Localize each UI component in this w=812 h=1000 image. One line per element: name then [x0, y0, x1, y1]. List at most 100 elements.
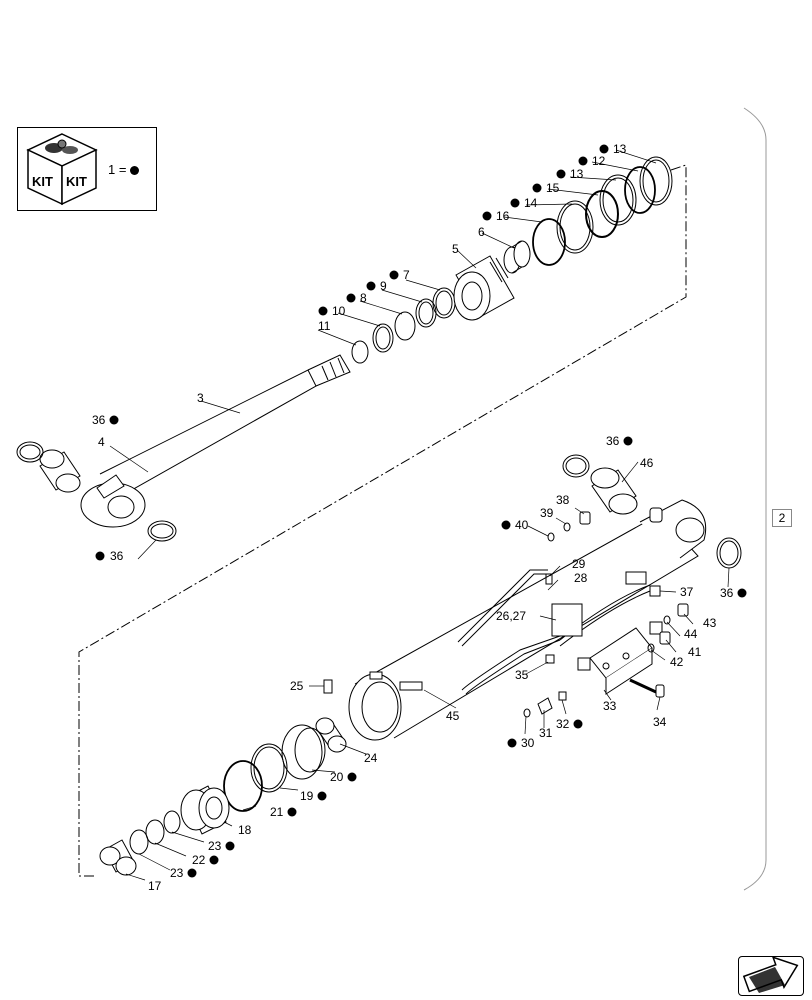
fitting-31: [537, 697, 553, 715]
kit-equation: 1 =: [108, 162, 140, 177]
kit-dot-icon: [510, 198, 520, 208]
kit-dot-icon: [209, 855, 219, 865]
callout-19: 19: [300, 789, 314, 803]
fitting-37: [649, 585, 661, 597]
kit-dot-icon: [347, 772, 357, 782]
kit-text-left: KIT: [32, 174, 53, 189]
arrow-left-down-icon: [742, 956, 799, 993]
callout-37: 37: [680, 585, 694, 599]
kit-dot-icon: [318, 306, 328, 316]
ring-36-left: [16, 441, 44, 463]
kit-box-icon: KIT KIT: [26, 133, 98, 206]
nipple-35: [545, 654, 555, 664]
bolt-34: [629, 678, 657, 694]
callout-29: 29: [572, 557, 586, 571]
kit-dot-icon: [556, 169, 566, 179]
plug-41: [659, 631, 671, 645]
kit-dot-icon: [225, 841, 235, 851]
callout-11: 11: [318, 319, 331, 333]
callout-36c: 36: [606, 434, 620, 448]
nut-24: [315, 717, 347, 753]
kit-dot-icon: [366, 281, 376, 291]
callout-20: 20: [330, 770, 344, 784]
ring-23-lower: [129, 829, 149, 855]
callout-34: 34: [653, 715, 667, 729]
kit-text-right: KIT: [66, 174, 87, 189]
wear-ring-6: [503, 240, 531, 274]
piston-5: [453, 255, 515, 321]
oring-32: [558, 691, 567, 701]
oring-30: [523, 708, 531, 718]
kit-dot-icon: [317, 791, 327, 801]
screw-25: [323, 679, 333, 694]
bushing-17: [99, 839, 137, 876]
ring-36-rod-eye: [147, 520, 177, 542]
callout-24: 24: [364, 751, 378, 765]
callout-7: 7: [403, 268, 410, 282]
callout-44: 44: [684, 627, 698, 641]
piston-18: [180, 785, 230, 835]
kit-legend-box: KIT KIT 1 =: [17, 127, 157, 211]
kit-dot-icon: [109, 415, 119, 425]
callout-30: 30: [521, 736, 535, 750]
ring-15: [585, 190, 619, 238]
cylinder-tube-45: [348, 499, 707, 741]
callout-4: 4: [98, 435, 105, 449]
kit-dot-icon: [599, 144, 609, 154]
callout-17: 17: [148, 879, 162, 893]
washer-39: [563, 522, 571, 532]
plug-38: [579, 511, 591, 525]
oring-40: [547, 532, 555, 542]
kit-dot-icon: [346, 293, 356, 303]
kit-dot-icon: [389, 270, 399, 280]
ring-36-tube-left: [562, 454, 590, 478]
ring-10: [372, 323, 394, 353]
ring-22: [145, 819, 165, 845]
ring-13a: [639, 156, 673, 206]
callout-31: 31: [539, 726, 553, 740]
callout-46: 46: [640, 456, 654, 470]
callout-13b: 13: [570, 167, 584, 181]
kit-dot-icon: [482, 211, 492, 221]
callout-2627: 26,27: [496, 609, 526, 623]
callout-18: 18: [238, 823, 252, 837]
callout-16: 16: [496, 209, 510, 223]
screw-29: [545, 573, 553, 585]
kit-equation-text: 1 =: [108, 162, 127, 177]
plug-43: [677, 603, 689, 617]
callout-21: 21: [270, 805, 284, 819]
oring-44: [663, 615, 671, 625]
kit-dot-icon: [287, 807, 297, 817]
leader-lines: [109, 149, 730, 881]
callout-35: 35: [515, 668, 529, 682]
kit-dot-icon: [130, 166, 140, 175]
callout-39: 39: [540, 506, 554, 520]
kit-dot-icon: [578, 156, 588, 166]
callout-23b: 23: [170, 866, 184, 880]
oring-42: [647, 643, 655, 653]
ring-14: [556, 200, 594, 254]
callout-40: 40: [515, 518, 529, 532]
kit-dot-icon: [187, 868, 197, 878]
ring-21: [223, 760, 263, 812]
callout-9: 9: [380, 279, 387, 293]
kit-dot-icon: [507, 738, 517, 748]
callout-23a: 23: [208, 839, 222, 853]
callout-3: 3: [197, 391, 204, 405]
kit-dot-icon: [737, 588, 747, 598]
callout-45: 45: [446, 709, 460, 723]
valve-block-33: [577, 621, 663, 695]
navigate-back-button[interactable]: [738, 956, 804, 996]
group-bracket: [743, 107, 767, 891]
ring-12: [624, 166, 656, 214]
callout-41: 41: [688, 645, 702, 659]
piston-rod: [80, 354, 351, 528]
ring-11: [351, 340, 369, 364]
callout-13a: 13: [613, 142, 627, 156]
ring-8: [394, 311, 416, 341]
ring-36-tube-right: [716, 537, 742, 569]
bushing-4: [39, 449, 81, 493]
callout-10: 10: [332, 304, 346, 318]
callout-5: 5: [452, 242, 459, 256]
callout-8: 8: [360, 291, 367, 305]
